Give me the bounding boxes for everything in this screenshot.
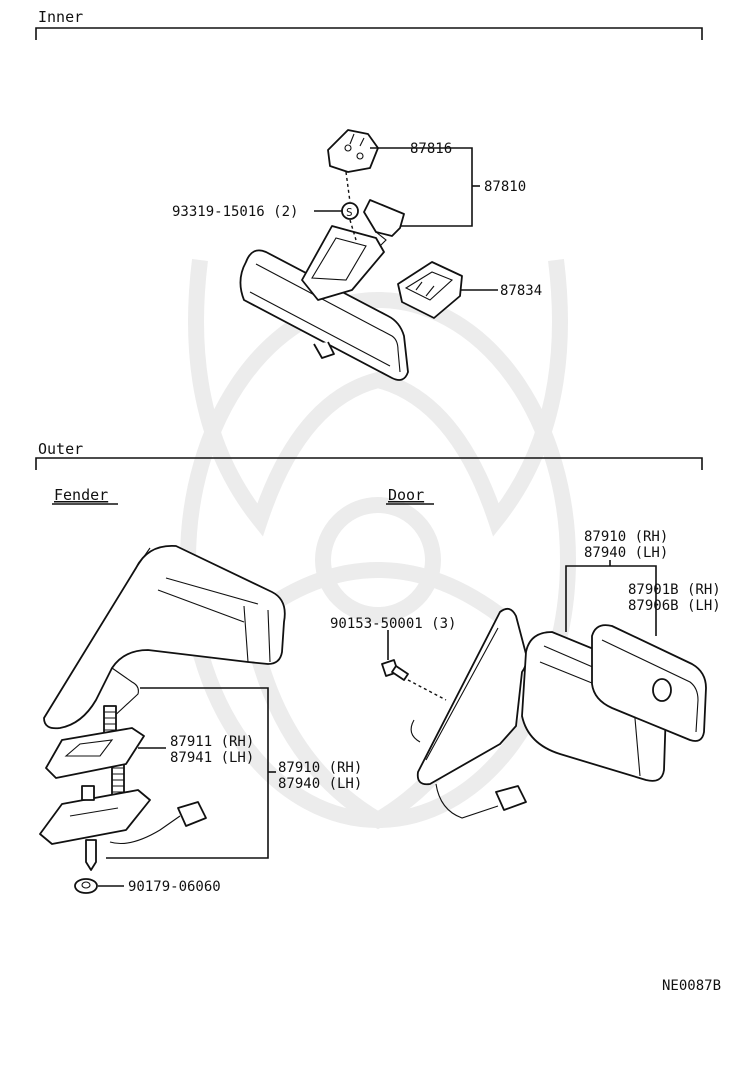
- diagram-code: NE0087B: [662, 978, 721, 994]
- part-87816-bracket: [327, 129, 379, 173]
- label-87816: 87816: [410, 141, 452, 157]
- label-door-glass-rh: 87901B (RH): [628, 582, 721, 598]
- door-leader-lines: [387, 560, 657, 660]
- part-90153-screw: [381, 659, 409, 681]
- section-title-outer: Outer: [38, 440, 83, 458]
- label-door-screw: 90153-50001 (3): [330, 616, 456, 632]
- label-87810: 87810: [484, 179, 526, 195]
- label-fender-nut: 90179-06060: [128, 879, 221, 895]
- fender-leader-lines: [98, 687, 276, 887]
- section-title-inner: Inner: [38, 8, 83, 26]
- leader-dashed-door-screw: [407, 679, 447, 701]
- section-bracket-inner: [35, 27, 703, 40]
- label-door-mirror-rh: 87910 (RH): [584, 529, 668, 545]
- screw-symbol-93319: S: [341, 202, 359, 220]
- label-87834: 87834: [500, 283, 542, 299]
- label-door-glass-lh: 87906B (LH): [628, 598, 721, 614]
- screw-symbol-text: S: [346, 206, 353, 219]
- part-87834-cover: [397, 261, 463, 319]
- label-fender-mirror-rh: 87910 (RH): [278, 760, 362, 776]
- leader-dashed-87816: [345, 171, 351, 203]
- subsection-title-fender: Fender: [54, 486, 108, 504]
- fender-mirror-assembly: [39, 545, 286, 871]
- label-fender-base-rh: 87911 (RH): [170, 734, 254, 750]
- label-fender-mirror-lh: 87940 (LH): [278, 776, 362, 792]
- inner-leader-lines: [314, 147, 498, 291]
- part-90179-nut: [74, 878, 98, 894]
- label-door-mirror-lh: 87940 (LH): [584, 545, 668, 561]
- inner-mirror-assembly: [239, 199, 409, 381]
- label-fender-base-lh: 87941 (LH): [170, 750, 254, 766]
- door-mirror-assembly: [410, 607, 707, 819]
- subsection-title-door: Door: [388, 486, 424, 504]
- section-bracket-outer: [35, 457, 703, 470]
- label-93319: 93319-15016 (2): [172, 204, 298, 220]
